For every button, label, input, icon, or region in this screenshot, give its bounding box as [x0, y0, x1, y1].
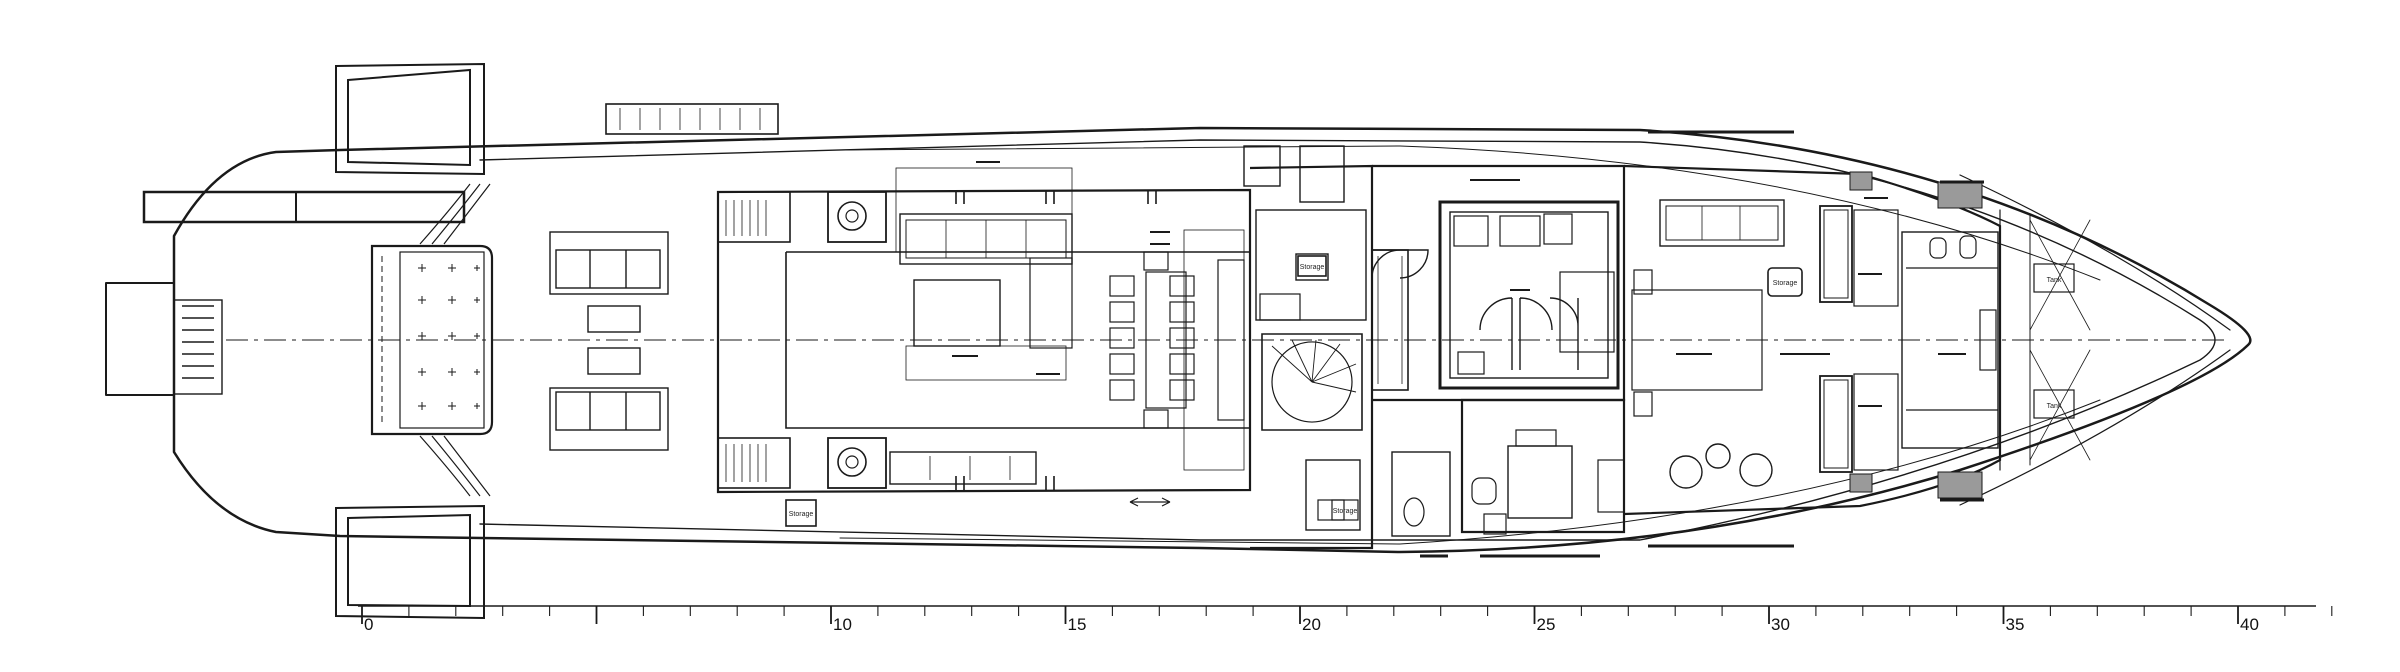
aft-sunpad: [370, 183, 494, 497]
storage-tag-label: Storage: [789, 511, 814, 518]
scale-label: 20: [1302, 615, 1321, 634]
scale-label: 0: [364, 615, 373, 634]
hull-outline: [105, 126, 2252, 554]
cabins-mid: [1371, 164, 1626, 402]
tank-tag-1: Tank: [2047, 277, 2062, 284]
dining-chairs: [1109, 251, 1195, 429]
storage-tag-4: Storage: [1331, 499, 1359, 521]
storage-tag-1: Storage: [1297, 255, 1327, 277]
storage-tag-label: Storage: [1333, 508, 1358, 515]
aft-wings: [142, 62, 485, 620]
tank-tag-label: Tank: [2047, 277, 2062, 284]
swim-steps: [173, 299, 223, 395]
scale-bar: 0 10 15 20 25 30 35 40: [358, 605, 2333, 634]
aft-cockpit: [549, 231, 669, 451]
storage-tag-label: Storage: [1773, 280, 1798, 287]
galley-stairs: [1243, 145, 1374, 550]
tank-tag-label: Tank: [2047, 403, 2062, 410]
storage-tag-3: Storage: [785, 499, 817, 527]
storage-tag-label: Storage: [1300, 264, 1325, 271]
tender-deck: [605, 103, 779, 135]
scale-label: 35: [2006, 615, 2025, 634]
scale-ticks: [361, 606, 2333, 624]
scale-label: 30: [1771, 615, 1790, 634]
scale-labels: 0 10 15 20 25 30 35 40: [364, 615, 2259, 634]
scale-label: 40: [2240, 615, 2259, 634]
main-saloon: [716, 161, 1252, 507]
scale-label: 10: [833, 615, 852, 634]
scale-label: 15: [1068, 615, 1087, 634]
sunpad-button-marks: [418, 264, 480, 410]
cabins-lower: [1391, 398, 1626, 558]
scale-label: 25: [1537, 615, 1556, 634]
forward-lounge: [1623, 130, 2075, 548]
tank-tag-2: Tank: [2047, 403, 2062, 410]
storage-tag-2: Storage: [1767, 267, 1803, 297]
